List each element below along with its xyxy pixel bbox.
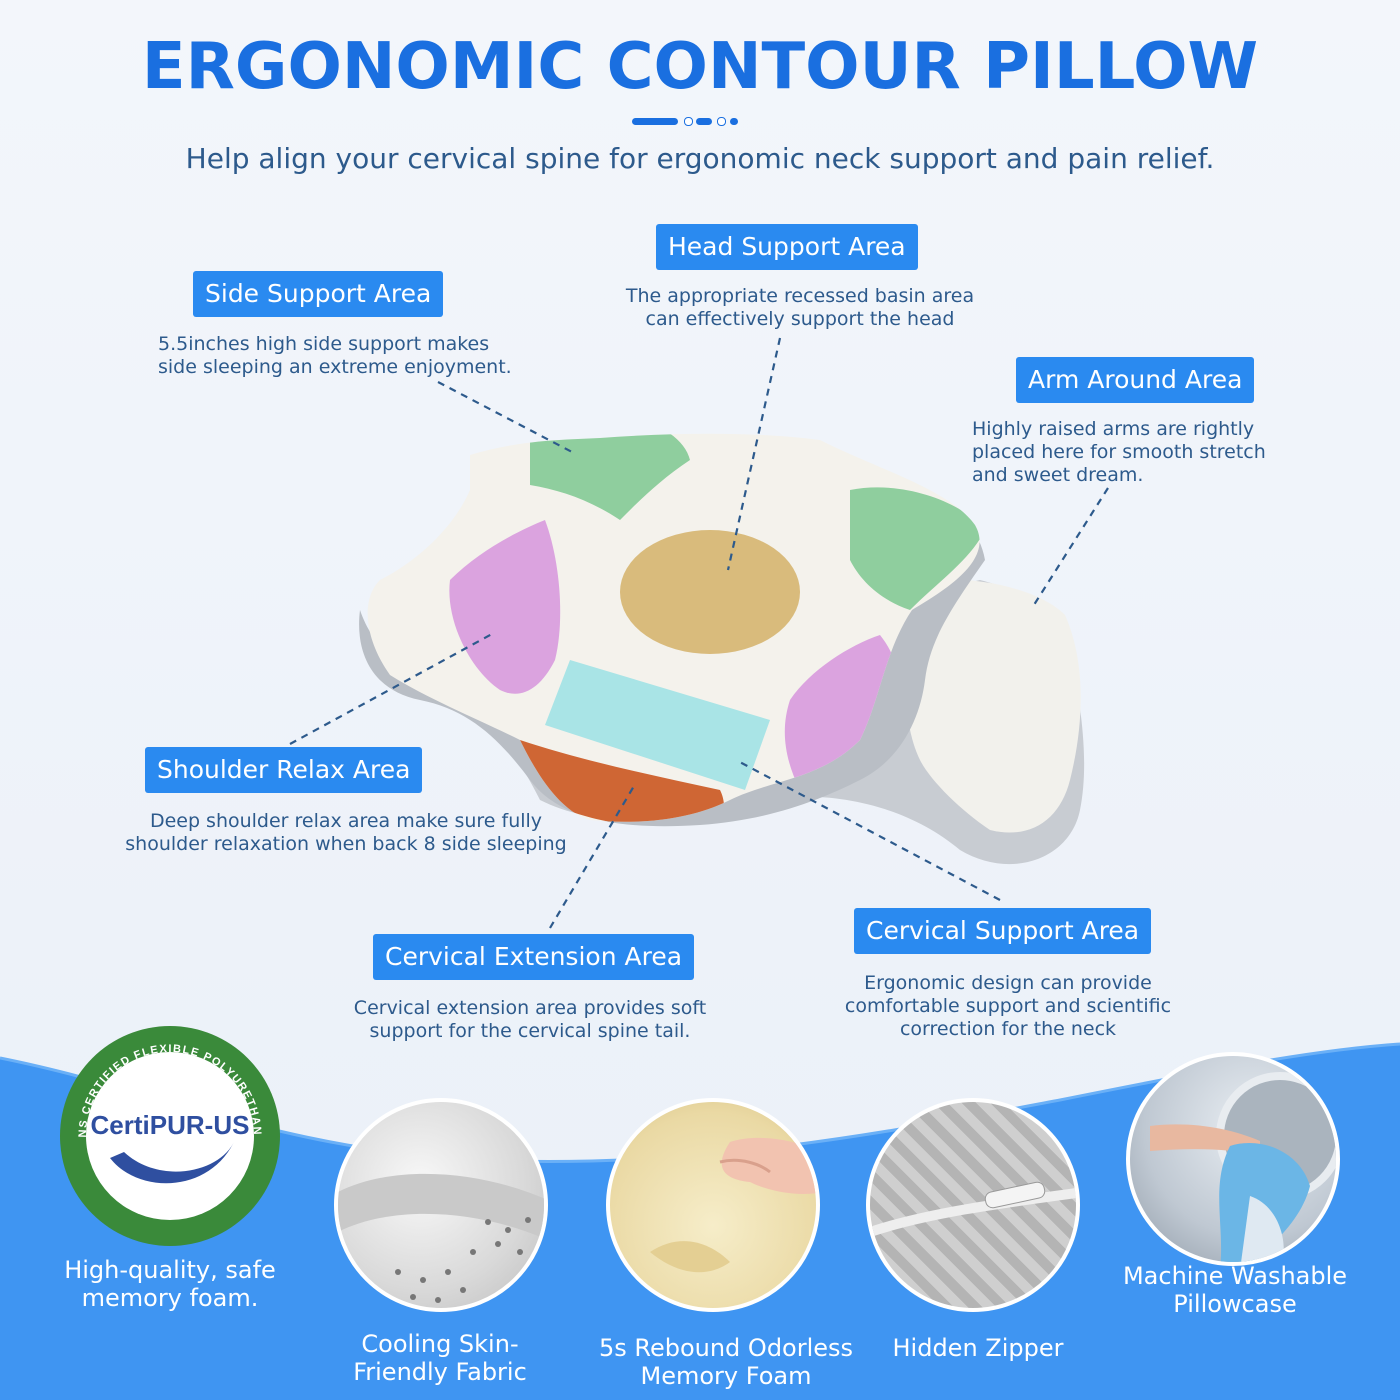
- zipper-image: [866, 1098, 1080, 1312]
- cervical-support-description: Ergonomic design can provide comfortable…: [808, 972, 1208, 1041]
- head-support-desc-line: The appropriate recessed basin area: [625, 285, 975, 307]
- title-divider: [632, 116, 772, 128]
- side-support-label: Side Support Area: [193, 271, 444, 317]
- feature-caption-rebound-foam: 5s Rebound Odorless Memory Foam: [578, 1334, 874, 1390]
- head-support-description: The appropriate recessed basin area can …: [600, 285, 1000, 331]
- feature-caption-line: Machine Washable: [1122, 1262, 1348, 1290]
- foam-texture-image: [334, 1098, 548, 1312]
- arm-around-desc-line: and sweet dream.: [972, 464, 1144, 486]
- feature-caption-line: Cooling Skin-: [361, 1330, 519, 1358]
- divider-dot-filled: [730, 118, 738, 125]
- arm-around-desc-line: Highly raised arms are rightly: [972, 418, 1255, 440]
- arm-around-description: Highly raised arms are rightly placed he…: [972, 418, 1352, 487]
- feature-caption-line: Friendly Fabric: [353, 1358, 527, 1386]
- certipur-logo-text: CertiPUR-US: [91, 1110, 250, 1140]
- cervical-support-desc-line: comfortable support and scientific: [844, 995, 1172, 1017]
- head-support-desc-line: can effectively support the head: [645, 308, 955, 330]
- feature-caption-line: High-quality, safe: [64, 1256, 276, 1284]
- shoulder-relax-desc-line: shoulder relaxation when back 8 side sle…: [125, 833, 567, 855]
- feature-caption-line: Memory Foam: [640, 1362, 812, 1390]
- side-support-description: 5.5inches high side support makes side s…: [158, 333, 558, 379]
- feature-caption-washable: Machine Washable Pillowcase: [1100, 1262, 1370, 1318]
- washing-machine-image: [1126, 1052, 1340, 1266]
- feature-caption-line: memory foam.: [81, 1284, 259, 1312]
- cervical-support-label: Cervical Support Area: [854, 908, 1152, 954]
- cervical-extension-desc-line: support for the cervical spine tail.: [369, 1020, 691, 1042]
- shoulder-relax-description: Deep shoulder relax area make sure fully…: [96, 810, 596, 856]
- feature-caption-line: Hidden Zipper: [892, 1334, 1064, 1362]
- shoulder-relax-label: Shoulder Relax Area: [145, 747, 423, 793]
- feature-caption-hidden-zipper: Hidden Zipper: [860, 1334, 1096, 1362]
- certipur-badge-icon: CONTAINS CERTIFIED FLEXIBLE POLYURETHANE…: [58, 1024, 280, 1246]
- cervical-extension-desc-line: Cervical extension area provides soft: [353, 997, 707, 1019]
- arm-around-desc-line: placed here for smooth stretch: [972, 441, 1266, 463]
- arm-around-label: Arm Around Area: [1016, 357, 1255, 403]
- feature-caption-memory-foam: High-quality, safe memory foam.: [40, 1256, 300, 1312]
- shoulder-relax-desc-line: Deep shoulder relax area make sure fully: [149, 810, 543, 832]
- cervical-extension-label: Cervical Extension Area: [373, 934, 695, 980]
- side-support-desc-line: 5.5inches high side support makes: [158, 333, 490, 355]
- divider-dash: [696, 118, 712, 125]
- page-title: ERGONOMIC CONTOUR PILLOW: [141, 30, 1259, 104]
- cervical-support-desc-line: Ergonomic design can provide: [864, 972, 1152, 994]
- feature-caption-line: 5s Rebound Odorless: [598, 1334, 854, 1362]
- feature-caption-line: Pillowcase: [1173, 1290, 1297, 1318]
- divider-dot: [684, 117, 693, 126]
- head-support-label: Head Support Area: [656, 224, 918, 270]
- feature-caption-cooling-fabric: Cooling Skin- Friendly Fabric: [310, 1330, 570, 1386]
- side-support-desc-line: side sleeping an extreme enjoyment.: [158, 356, 512, 378]
- cervical-support-desc-line: correction for the neck: [899, 1018, 1117, 1040]
- hand-press-image: [606, 1098, 820, 1312]
- divider-dot: [717, 117, 726, 126]
- cervical-extension-description: Cervical extension area provides soft su…: [320, 997, 740, 1043]
- divider-bar: [632, 118, 678, 125]
- page-subtitle: Help align your cervical spine for ergon…: [185, 142, 1215, 175]
